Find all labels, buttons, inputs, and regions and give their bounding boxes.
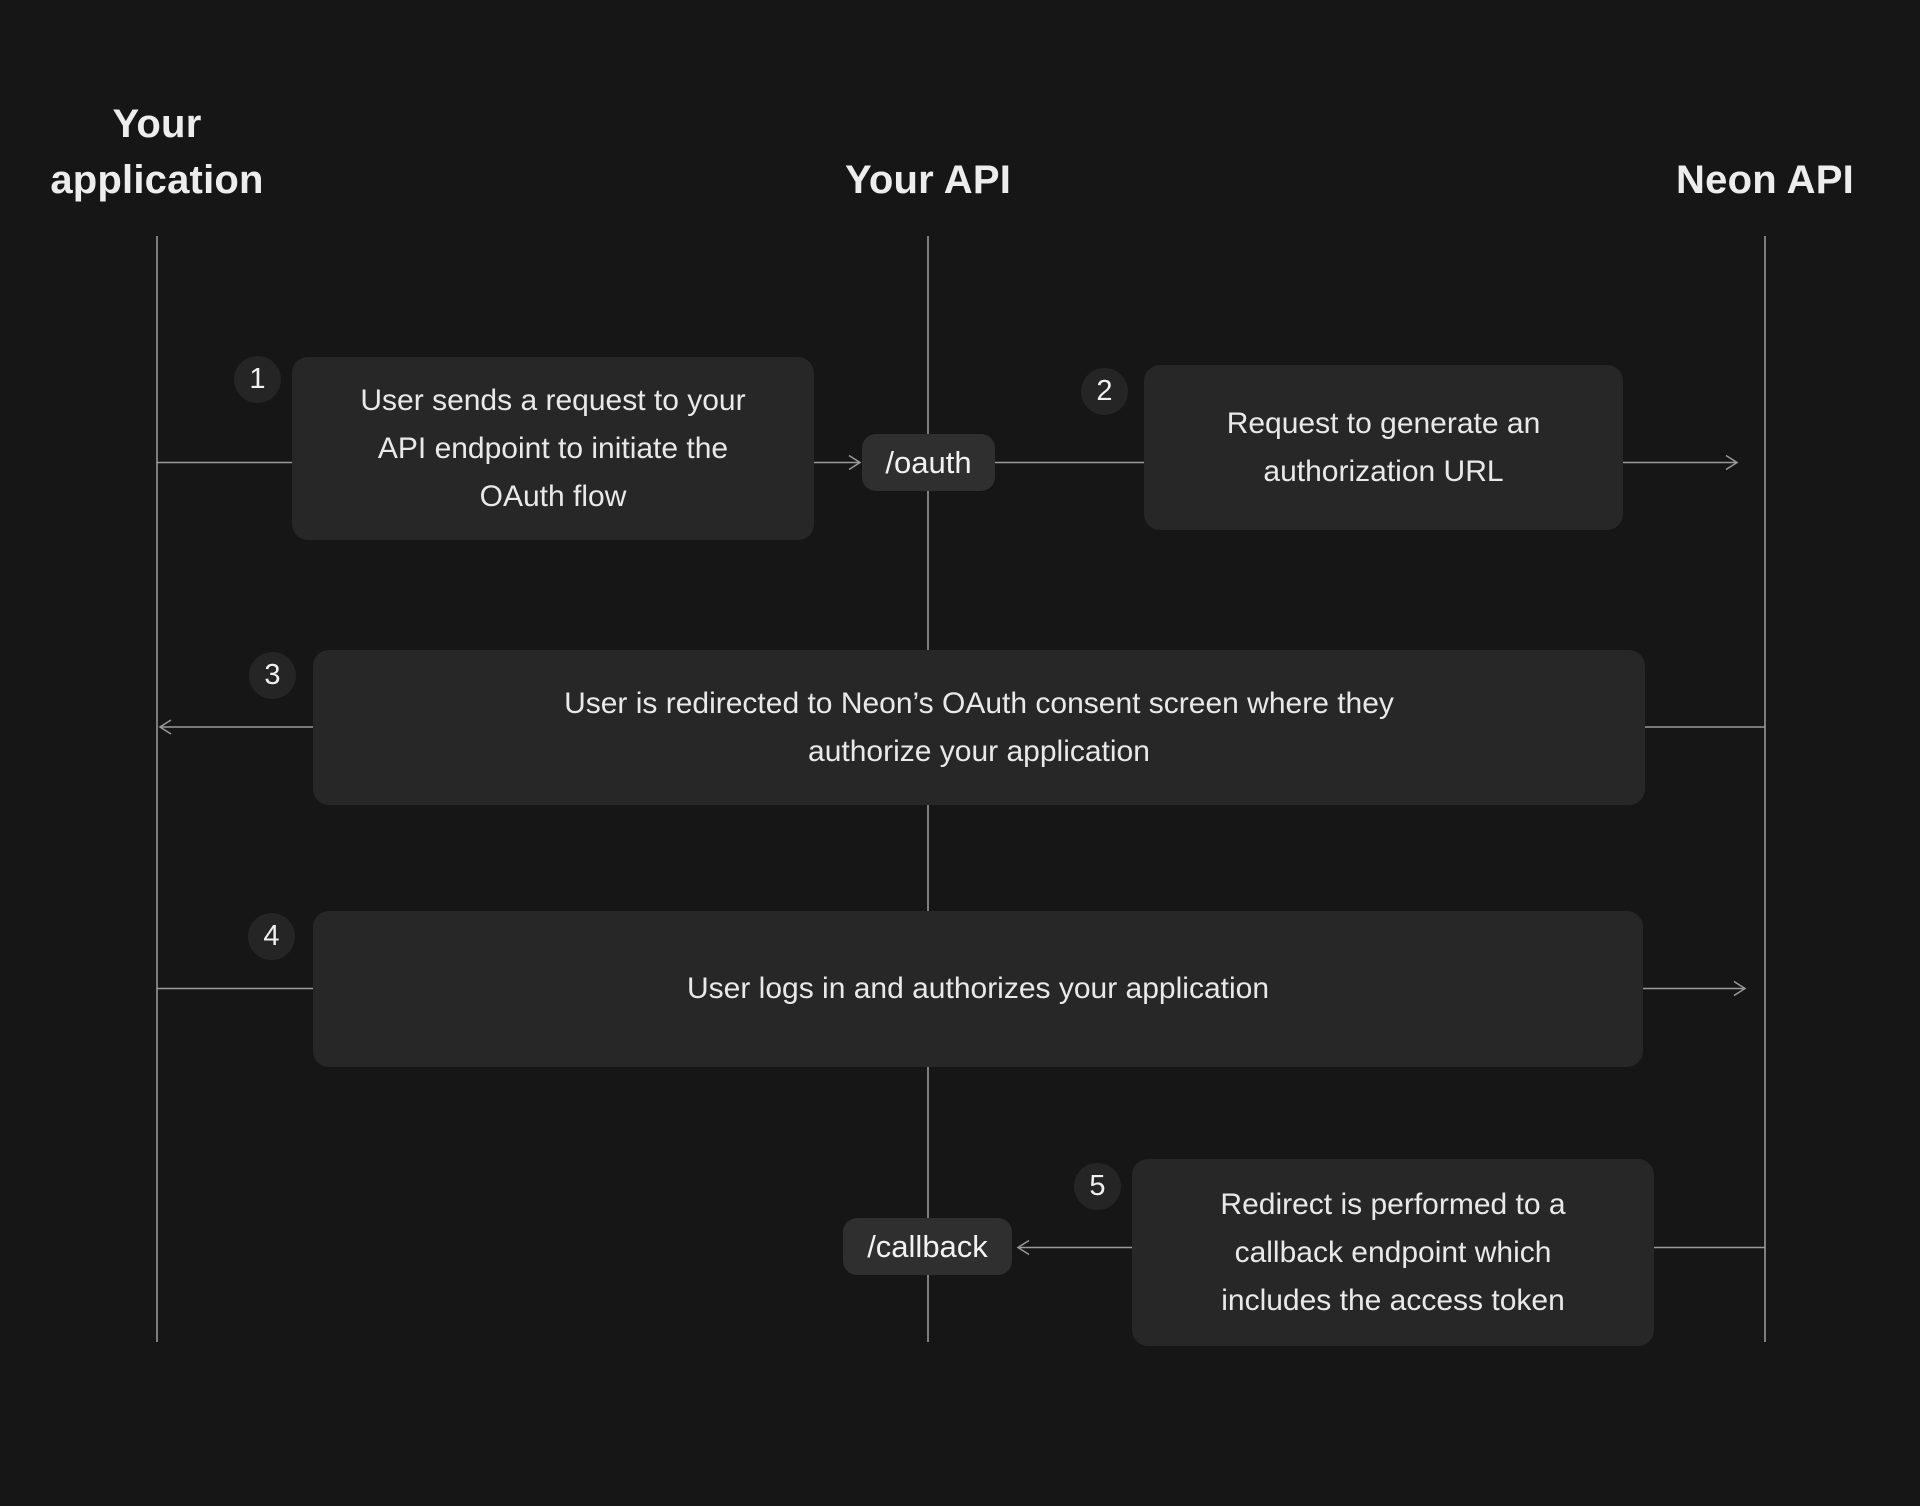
- step1-arrowhead-right-icon: [848, 454, 862, 471]
- step2-number-badge: 2: [1081, 368, 1128, 415]
- oauth-endpoint-pill: /oauth: [862, 434, 995, 491]
- step3-number-badge: 3: [249, 652, 296, 699]
- lane-header-neon-api: Neon API: [1676, 158, 1854, 202]
- step4-message-box: User logs in and authorizes your applica…: [313, 911, 1643, 1067]
- lifeline-your-application: [156, 236, 158, 1342]
- lane-header-your-application: Your application: [50, 102, 264, 202]
- step5-arrowhead-left-icon: [1016, 1239, 1030, 1256]
- step1-number-badge: 1: [234, 356, 281, 403]
- step4-arrowhead-right-icon: [1733, 980, 1747, 997]
- step3-arrowhead-left-icon: [158, 719, 172, 735]
- step1-message-box: User sends a request to your API endpoin…: [292, 357, 814, 540]
- step4-message-text: User logs in and authorizes your applica…: [687, 972, 1269, 1005]
- step3-message-text: User is redirected to Neon’s OAuth conse…: [564, 686, 1394, 768]
- lane-header-your-api: Your API: [844, 158, 1012, 202]
- step5-message-box: Redirect is performed to a callback endp…: [1132, 1159, 1654, 1346]
- step1-message-text: User sends a request to your API endpoin…: [360, 383, 746, 513]
- step5-message-text: Redirect is performed to a callback endp…: [1220, 1187, 1566, 1317]
- step5-number-badge: 5: [1074, 1163, 1121, 1210]
- step3-message-box: User is redirected to Neon’s OAuth conse…: [313, 650, 1645, 805]
- callback-endpoint-pill: /callback: [843, 1218, 1012, 1275]
- lifeline-neon-api: [1764, 236, 1766, 1342]
- step4-number-badge: 4: [248, 913, 295, 960]
- step2-arrowhead-right-icon: [1725, 454, 1739, 471]
- step2-message-text: Request to generate an authorization URL: [1226, 406, 1541, 488]
- step2-message-box: Request to generate an authorization URL: [1144, 365, 1623, 530]
